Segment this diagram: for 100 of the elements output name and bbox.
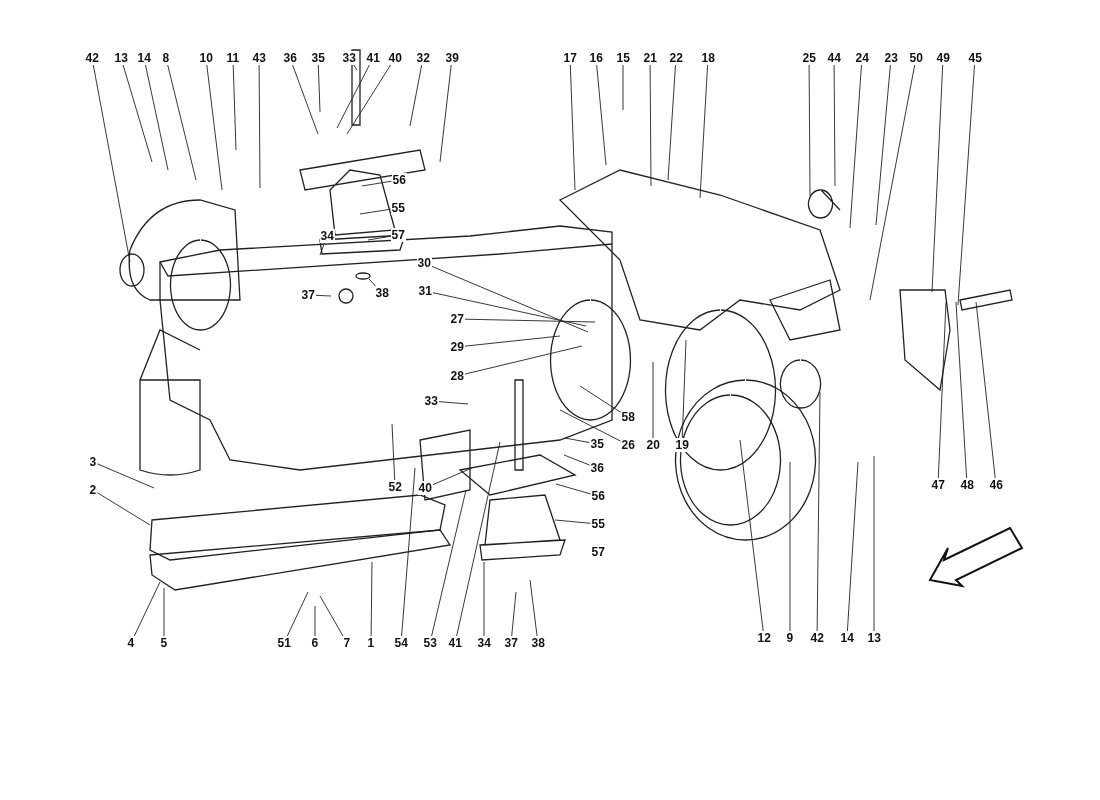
leader-line (319, 242, 325, 256)
leader-line (849, 64, 862, 229)
leader-line (409, 64, 423, 127)
callout-number: 28 (449, 369, 465, 383)
callout-number: 52 (387, 480, 403, 494)
leader-line (564, 437, 590, 444)
leader-line (846, 461, 859, 632)
callout-number: 29 (449, 340, 465, 354)
leader-line (206, 64, 223, 191)
callout-number: 43 (251, 51, 267, 65)
leader-line (432, 292, 587, 327)
callout-number: 48 (959, 478, 975, 492)
leader-line (368, 278, 376, 287)
leader-line (401, 467, 416, 637)
callout-number: 41 (447, 636, 463, 650)
callout-number: 49 (935, 51, 951, 65)
leader-line (346, 64, 392, 135)
leader-line (511, 591, 517, 637)
leader-line (97, 492, 151, 526)
leader-line (432, 467, 473, 486)
callout-number: 58 (620, 410, 636, 424)
callout-number: 5 (159, 636, 169, 650)
callout-number: 38 (374, 286, 390, 300)
leader-line (353, 64, 358, 71)
callout-number: 40 (387, 51, 403, 65)
leader-line (258, 64, 261, 189)
leader-line (367, 235, 391, 241)
leader-line (370, 561, 373, 637)
callout-number: 26 (620, 438, 636, 452)
leader-line (596, 64, 607, 166)
callout-number: 7 (342, 636, 352, 650)
callout-number: 42 (84, 51, 100, 65)
leader-line (286, 591, 309, 637)
callout-number: 22 (668, 51, 684, 65)
leader-line (873, 455, 875, 632)
leader-line (92, 64, 131, 263)
callout-number: 23 (883, 51, 899, 65)
leader-line (869, 64, 916, 301)
callout-number: 3 (88, 455, 98, 469)
callout-number: 55 (390, 201, 406, 215)
callout-number: 8 (161, 51, 171, 65)
callout-number: 14 (839, 631, 855, 645)
leader-line (439, 64, 452, 163)
leader-line (167, 64, 197, 181)
callout-number: 36 (589, 461, 605, 475)
leader-line (438, 401, 469, 405)
callout-number: 24 (854, 51, 870, 65)
callout-number: 53 (422, 636, 438, 650)
leader-line (789, 461, 791, 632)
leader-line (569, 64, 576, 191)
callout-number: 42 (809, 631, 825, 645)
callout-number: 30 (416, 256, 432, 270)
callout-number: 1 (366, 636, 376, 650)
callout-number: 31 (417, 284, 433, 298)
leader-line (529, 579, 538, 637)
leader-line (649, 64, 652, 187)
callout-number: 51 (276, 636, 292, 650)
callout-number: 14 (136, 51, 152, 65)
leader-line (464, 335, 561, 347)
callout-number: 44 (826, 51, 842, 65)
callout-number: 34 (476, 636, 492, 650)
callout-number: 10 (198, 51, 214, 65)
callout-number: 33 (423, 394, 439, 408)
leader-line (163, 587, 165, 637)
leader-line (317, 64, 321, 113)
leader-line (955, 301, 968, 479)
leader-line (652, 361, 654, 439)
callout-number: 15 (615, 51, 631, 65)
leader-line (464, 345, 583, 375)
callout-number: 45 (967, 51, 983, 65)
leader-line (816, 391, 821, 632)
callout-number: 35 (310, 51, 326, 65)
leader-line (563, 454, 590, 466)
callout-number: 57 (590, 545, 606, 559)
callout-number: 12 (756, 631, 772, 645)
callout-number: 11 (225, 51, 241, 65)
callout-number: 25 (801, 51, 817, 65)
callout-number: 20 (645, 438, 661, 452)
callout-number: 54 (393, 636, 409, 650)
leader-line (579, 385, 621, 413)
callout-number: 33 (341, 51, 357, 65)
callout-number: 41 (365, 51, 381, 65)
callout-number: 13 (866, 631, 882, 645)
callout-number: 17 (562, 51, 578, 65)
leader-line (699, 64, 709, 199)
callout-number: 27 (449, 312, 465, 326)
leader-line (975, 301, 996, 479)
callout-number: 56 (590, 489, 606, 503)
leader-line (464, 318, 596, 323)
callout-number: 37 (503, 636, 519, 650)
callout-number: 4 (126, 636, 136, 650)
leader-line (456, 441, 501, 637)
leader-line (319, 595, 344, 637)
leader-line (559, 409, 621, 442)
callout-number: 34 (319, 229, 335, 243)
leader-line (133, 581, 161, 637)
callout-number: 47 (930, 478, 946, 492)
callout-number: 32 (415, 51, 431, 65)
callout-number: 46 (988, 478, 1004, 492)
leader-line (739, 439, 764, 632)
